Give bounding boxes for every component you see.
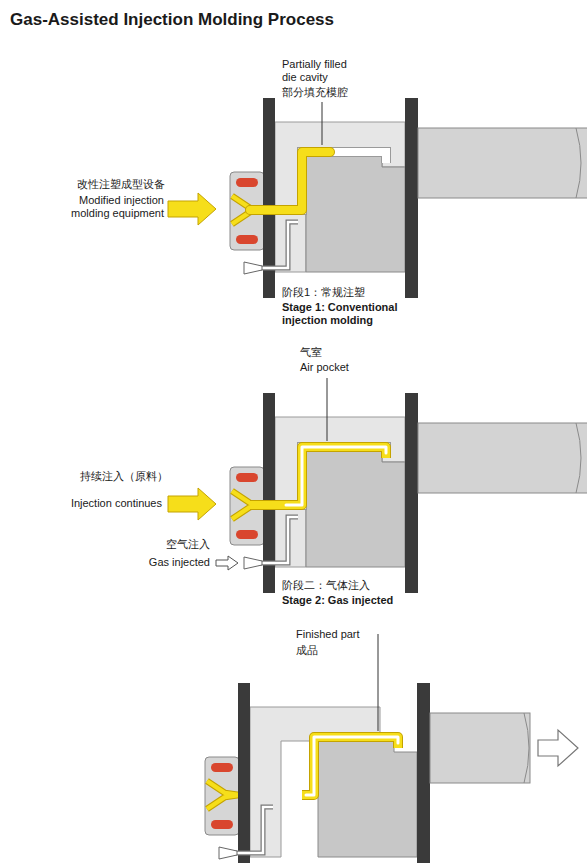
ram-break-line bbox=[524, 713, 529, 783]
callout-label: 部分填充模腔 bbox=[282, 86, 372, 99]
moving-unit bbox=[306, 98, 418, 298]
leader-line bbox=[327, 378, 328, 441]
melt-outline bbox=[250, 447, 386, 505]
injection-arrow bbox=[168, 488, 216, 520]
injection-arrow bbox=[168, 193, 216, 225]
stage-label: 阶段二：气体注入 bbox=[282, 579, 422, 592]
clamp-ram bbox=[418, 128, 587, 198]
equipment-label: 改性注塑成型设备 bbox=[45, 178, 165, 191]
flow-label: Injection continues bbox=[42, 497, 162, 510]
flow-label: Gas injected bbox=[130, 556, 210, 569]
clamp-ram bbox=[418, 423, 587, 493]
stage-label: 阶段1：常规注塑 bbox=[282, 286, 422, 299]
die-cavity bbox=[264, 152, 386, 210]
gas-arrow bbox=[216, 556, 238, 570]
leader-line bbox=[378, 634, 379, 731]
clamp-ram bbox=[430, 713, 530, 783]
stage-label: Stage 1: Conventional injection molding bbox=[282, 301, 422, 327]
leader-line bbox=[322, 102, 323, 145]
flow-label: 持续注入（原料） bbox=[48, 470, 168, 483]
ejected-unit bbox=[302, 683, 430, 863]
moving-unit bbox=[306, 393, 418, 593]
eject-arrow bbox=[538, 730, 578, 766]
part-outline bbox=[302, 737, 398, 795]
finished-part bbox=[302, 737, 398, 795]
callout-label: 气室 bbox=[300, 346, 360, 359]
flow-label: 空气注入 bbox=[130, 538, 210, 551]
stage-label: Stage 2: Gas injected bbox=[282, 594, 442, 607]
melt-fill bbox=[250, 447, 386, 505]
melt-outline bbox=[250, 152, 330, 210]
stage-two-illustration bbox=[168, 393, 587, 593]
moving-unit bbox=[318, 683, 430, 863]
callout-label: Partially filled die cavity bbox=[282, 58, 356, 84]
die-cavity bbox=[264, 447, 386, 505]
callout-label: Air pocket bbox=[300, 361, 380, 374]
callout-label: Finished part bbox=[296, 628, 376, 641]
equipment-label: Modified injection molding equipment bbox=[56, 194, 164, 220]
callout-label: 成品 bbox=[296, 644, 356, 657]
diagram-title: Gas-Assisted Injection Molding Process bbox=[10, 10, 334, 30]
air-pocket bbox=[286, 447, 386, 505]
partial-melt bbox=[250, 152, 330, 210]
hollow-core bbox=[306, 737, 398, 795]
